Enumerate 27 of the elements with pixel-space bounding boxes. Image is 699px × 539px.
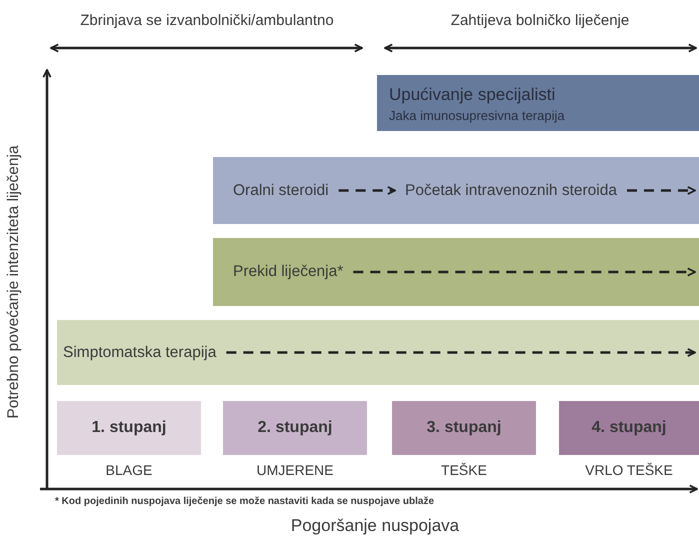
dashed-arrow <box>353 268 696 276</box>
severity-label: BLAGE <box>106 462 152 478</box>
dashed-arrow <box>338 186 396 195</box>
grade-box: 3. stupanj <box>392 401 536 455</box>
grade-box: 4. stupanj <box>559 401 699 455</box>
footnote: * Kod pojedinih nuspojava liječenje se može nastaviti kada se nuspojave ublaže <box>55 496 434 507</box>
treatment-band <box>213 238 699 306</box>
band-subtext: Jaka imunosupresivna terapija <box>389 108 565 123</box>
severity-label: VRLO TEŠKE <box>585 462 673 478</box>
severity-label: TEŠKE <box>441 462 487 478</box>
dashed-arrow <box>226 348 696 357</box>
band-heading: Upućivanje specijalisti <box>389 85 556 105</box>
treatment-text: Prekid liječenja* <box>233 263 344 281</box>
severity-label: UMJERENE <box>256 462 334 478</box>
range-heading: Zahtijeva bolničko liječenje <box>450 12 630 29</box>
grade-box: 2. stupanj <box>223 401 367 455</box>
range-heading: Zbrinjava se izvanbolnički/ambulantno <box>80 12 334 29</box>
treatment-text: Početak intravenoznih steroida <box>405 182 617 200</box>
treatment-band <box>213 157 699 224</box>
axis-title: Pogoršanje nuspojava <box>290 516 460 536</box>
treatment-text: Simptomatska terapija <box>63 344 216 362</box>
dashed-arrow <box>626 186 696 195</box>
grade-box: 1. stupanj <box>57 401 201 455</box>
axis-title: Potrebno povećanje intenziteta liječenja <box>5 145 23 419</box>
treatment-band <box>377 75 699 131</box>
treatment-band <box>57 320 699 385</box>
treatment-text: Oralni steroidi <box>233 182 329 200</box>
